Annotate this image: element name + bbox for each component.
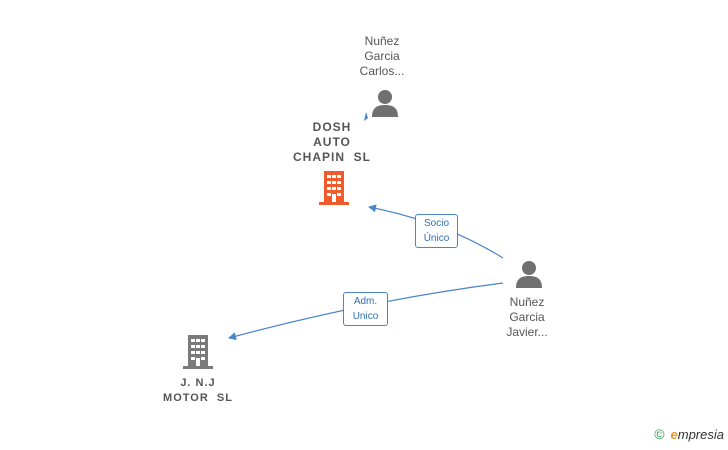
dosh-line1: DOSH (312, 120, 352, 134)
company-node-jnj-label[interactable]: J. N.J MOTOR SL (152, 376, 244, 406)
socio-line2: Único (423, 233, 450, 244)
person-icon[interactable] (514, 259, 544, 289)
dosh-line2: AUTO (313, 135, 351, 149)
person-node-top-label[interactable]: Nuñez Garcia Carlos... (342, 34, 422, 79)
dosh-line3: CHAPIN SL (292, 150, 371, 164)
jnj-line1: J. N.J (180, 377, 216, 389)
building-icon-focus[interactable] (318, 170, 350, 206)
person-icon[interactable] (370, 88, 400, 118)
jnj-line2: MOTOR SL (163, 392, 233, 404)
person-top-line1: Nuñez (364, 34, 400, 48)
brand-initial: e (670, 426, 678, 442)
person-top-line3: Carlos... (359, 64, 405, 78)
person-right-line2: Garcia (509, 310, 545, 324)
person-top-line2: Garcia (364, 49, 400, 63)
adm-line1: Adm. (353, 296, 378, 307)
edge-label-socio-unico[interactable]: Socio Único (415, 214, 458, 248)
company-node-dosh-label[interactable]: DOSH AUTO CHAPIN SL (284, 120, 380, 165)
person-right-line3: Javier... (506, 325, 548, 339)
person-right-line1: Nuñez (509, 295, 545, 309)
brand-rest: mpresia (677, 426, 724, 442)
adm-line2: Unico (352, 311, 379, 322)
building-icon[interactable] (182, 334, 214, 370)
person-node-right-label[interactable]: Nuñez Garcia Javier... (487, 295, 567, 340)
empresia-logo[interactable]: © empresia (654, 426, 724, 442)
brand-name: empresia (671, 427, 724, 442)
edge-top-person (364, 112, 368, 121)
copyright-symbol: © (654, 426, 665, 442)
socio-line1: Socio (423, 218, 449, 229)
edge-label-adm-unico[interactable]: Adm. Unico (343, 292, 388, 326)
